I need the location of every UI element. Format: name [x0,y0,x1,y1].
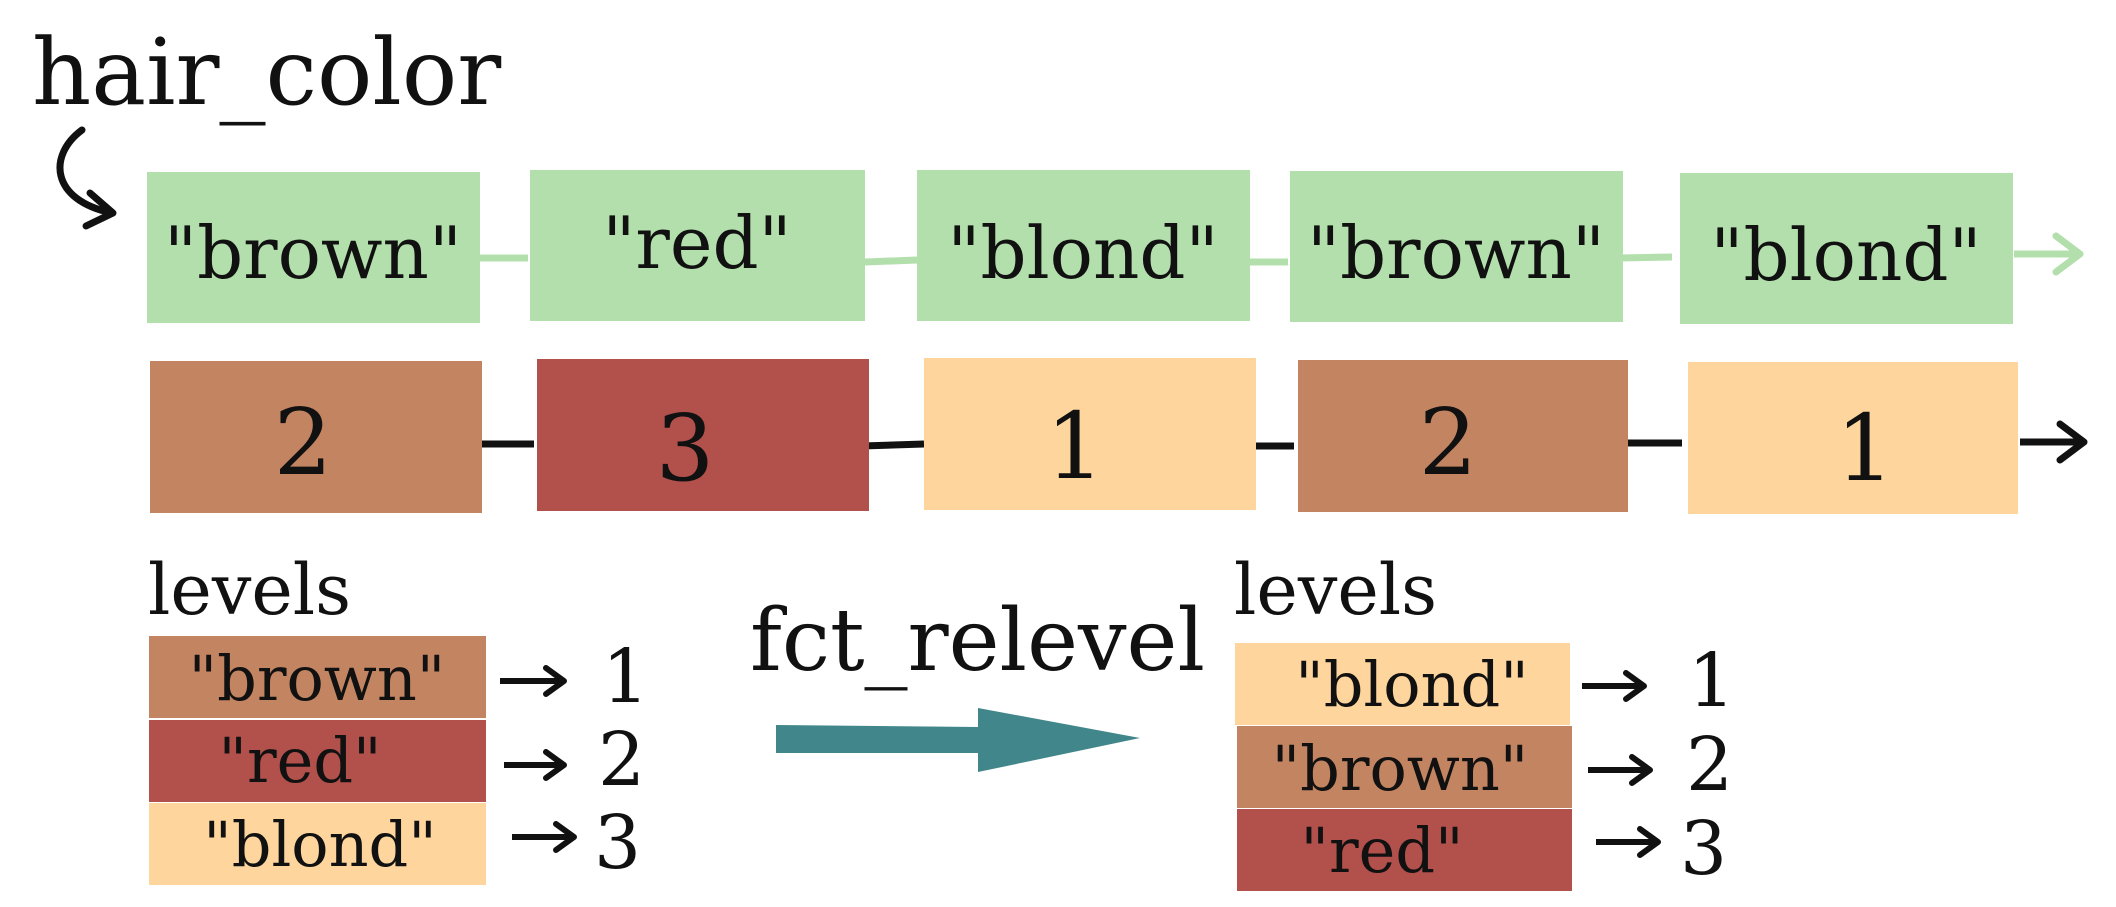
value-label: "red" [602,201,791,285]
level-label: "red" [1300,814,1463,887]
level-box [149,720,486,802]
level-label: "blond" [203,808,437,881]
value-label: "blond" [947,211,1218,295]
levels-after-heading: levels [1234,549,1437,631]
code-label: 1 [1836,395,1895,502]
code-box [537,359,869,511]
title-curved-arrow-icon [56,126,116,217]
variable-name-title: hair_color [32,19,501,126]
code-box [924,358,1256,510]
code-label: 1 [1046,393,1105,500]
function-name: fct_relevel [750,591,1205,691]
code-label: 2 [1419,389,1478,496]
value-label: "brown" [1307,211,1605,295]
level-label: "blond" [1295,648,1529,721]
levels-before-table: levels "brown" "red" "blond" 1 2 3 [148,549,649,886]
level-code: 3 [1680,806,1727,892]
value-box [1680,173,2013,324]
value-end-arrowhead-icon [2052,232,2084,276]
code-label: 2 [274,389,333,496]
level-map-arrowhead-icon [1637,826,1661,858]
level-label: "brown" [189,642,446,715]
level-map-arrowhead-icon [1623,670,1647,702]
level-map-arrowhead-icon [1629,754,1653,786]
levels-before-heading: levels [148,549,351,631]
value-box [147,172,480,323]
value-box [917,170,1250,321]
level-box [1237,809,1572,891]
level-map-arrowhead-icon [553,821,577,853]
level-label: "red" [218,724,381,797]
value-row: "brown" "red" "blond" "brown" "blond" [147,170,2084,324]
transform-arrow-icon [776,708,1140,772]
code-label: 3 [656,395,715,502]
value-label: "brown" [164,211,462,295]
level-map-arrowhead-icon [543,749,567,781]
level-code: 2 [1686,722,1733,808]
level-box [1235,643,1570,725]
transform-step: fct_relevel [750,591,1205,772]
code-box [150,361,482,513]
value-connector [864,256,918,266]
value-label: "blond" [1710,213,1981,297]
code-end-arrowhead-icon [2056,420,2088,464]
level-box [149,636,486,718]
code-connector [861,440,925,450]
value-box [1290,171,1623,322]
level-box [1237,726,1572,808]
level-code: 2 [598,717,645,803]
level-label: "brown" [1272,732,1529,805]
level-box [149,803,486,885]
code-box [1688,362,2018,514]
value-box [530,170,865,321]
code-box [1298,360,1628,512]
level-map-arrowhead-icon [543,665,567,697]
code-row: 2 3 1 2 1 [150,358,2088,514]
title-arrowhead-icon [82,189,117,230]
level-code: 1 [602,634,649,720]
levels-after-table: levels "blond" "brown" "red" 1 2 3 [1234,549,1735,892]
level-code: 1 [1688,638,1735,724]
value-connector [1619,253,1673,262]
level-code: 3 [594,800,641,886]
